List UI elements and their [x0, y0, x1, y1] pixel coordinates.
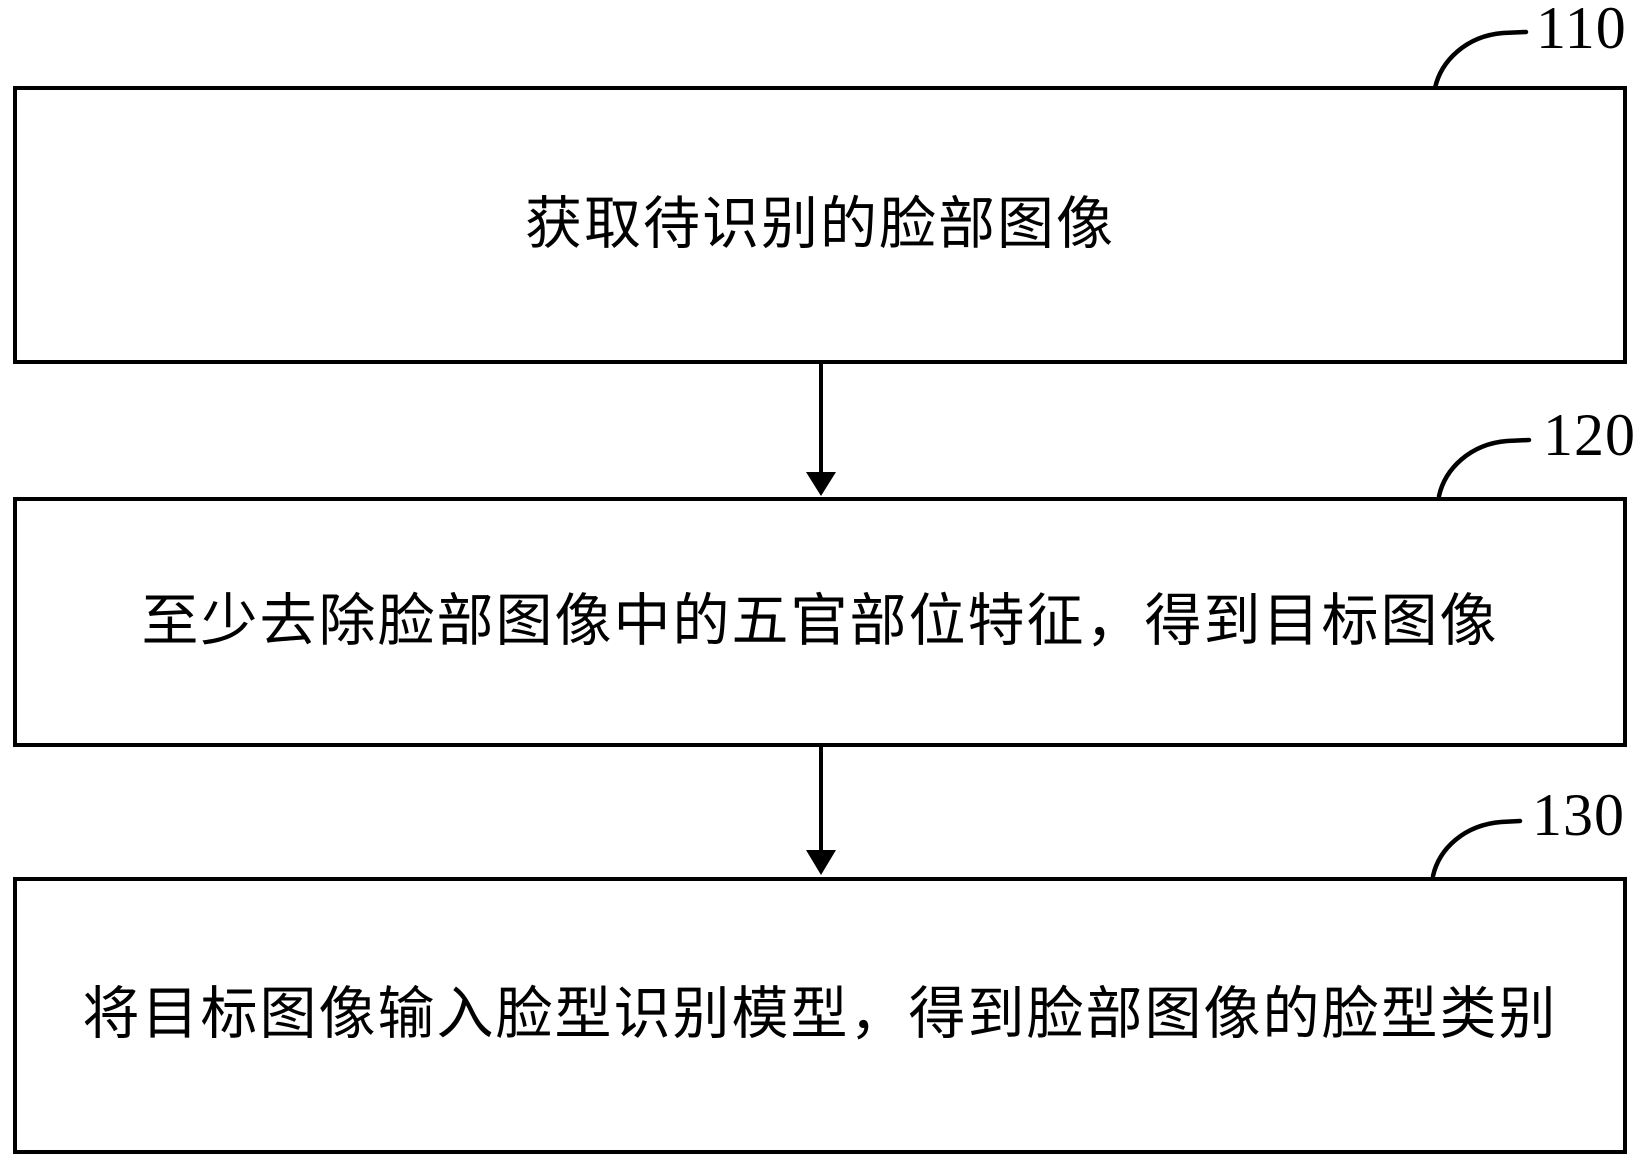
step-box-110: 获取待识别的脸部图像 [13, 86, 1627, 364]
arrow-step2-to-step3-head-icon [806, 850, 836, 875]
step-text-120: 至少去除脸部图像中的五官部位特征，得到目标图像 [141, 589, 1499, 653]
arrow-step1-to-step2-head-icon [806, 472, 836, 496]
ref-label-130: 130 [1532, 782, 1625, 848]
ref-label-120: 120 [1543, 402, 1636, 468]
ref-leader-110 [1432, 29, 1529, 91]
step-text-110: 获取待识别的脸部图像 [525, 192, 1115, 256]
step-box-130: 将目标图像输入脸型识别模型，得到脸部图像的脸型类别 [13, 877, 1627, 1154]
step-text-130: 将目标图像输入脸型识别模型，得到脸部图像的脸型类别 [82, 983, 1558, 1047]
ref-leader-130 [1430, 818, 1523, 879]
ref-leader-120 [1436, 437, 1532, 499]
ref-label-110: 110 [1536, 0, 1627, 61]
step-box-120: 至少去除脸部图像中的五官部位特征，得到目标图像 [13, 497, 1627, 747]
